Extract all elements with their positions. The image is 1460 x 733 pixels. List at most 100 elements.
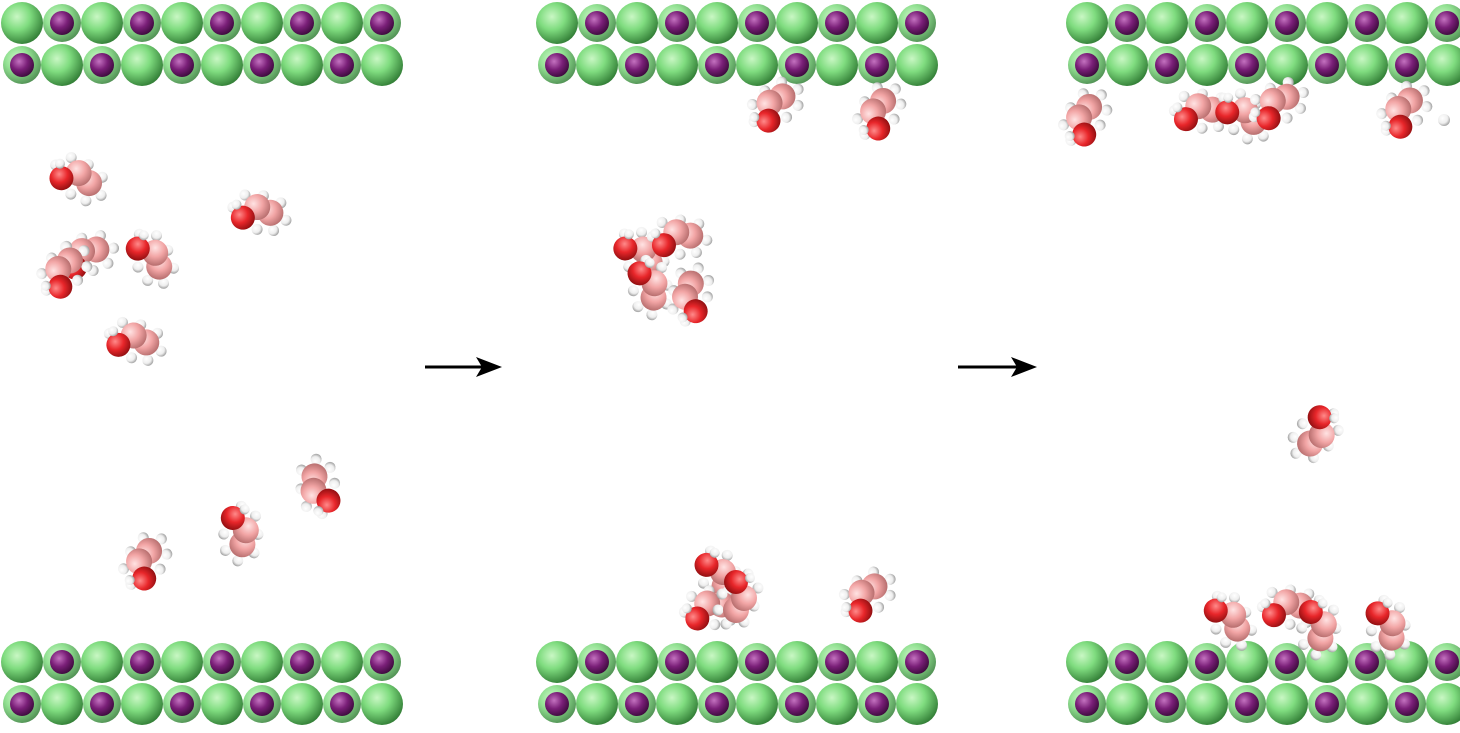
hydrogen-atom (1394, 602, 1406, 614)
hydrogen-atom (250, 510, 262, 522)
ethanol-molecule (646, 214, 713, 260)
slab-atom-large (1226, 2, 1268, 44)
slab-atom-small (1115, 650, 1139, 674)
oxygen-atom (1307, 405, 1332, 430)
hydrogen-atom (239, 189, 251, 201)
hydrogen-atom (701, 291, 713, 303)
ethanol-molecule (118, 532, 173, 591)
oxygen-atom (220, 505, 245, 530)
hydrogen-atom (656, 216, 668, 228)
oxygen-atom (1173, 107, 1198, 132)
ethanol-molecule (36, 240, 93, 299)
slab-atom-small (290, 11, 314, 35)
ethanol-molecule (746, 76, 804, 133)
hydrogen-atom (324, 461, 336, 473)
hydrogen-atom (1296, 622, 1308, 634)
top-slab-panel-1 (1, 2, 403, 86)
slab-atom-large (121, 44, 163, 86)
hydrogen-atom (1296, 418, 1308, 430)
ethanol-molecule (1365, 594, 1411, 661)
slab-atom-large (1226, 641, 1268, 683)
oxygen-atom (1256, 106, 1281, 131)
arrow-right-icon (425, 357, 502, 377)
slab-atom-large (201, 44, 243, 86)
slab-atom-small (785, 692, 809, 716)
hydrogen-atom (219, 544, 231, 556)
hydrogen-atom (1212, 121, 1224, 133)
slab-atom-small (1275, 650, 1299, 674)
hydrogen-atom (841, 602, 852, 613)
slab-atom-large (1346, 683, 1388, 725)
hydrogen-atom (118, 563, 130, 575)
hydrogen-atom (1370, 641, 1382, 653)
hydrogen-atom (280, 214, 292, 226)
slab-atom-small (1195, 11, 1219, 35)
slab-atom-small (665, 650, 689, 674)
ethanol-molecule (1058, 88, 1113, 147)
slab-atom-small (130, 650, 154, 674)
hydrogen-atom (674, 248, 686, 260)
hydrogen-atom (1172, 102, 1183, 113)
hydrogen-atom (81, 261, 93, 273)
slab-atom-small (745, 11, 769, 35)
hydrogen-atom (888, 113, 900, 125)
slab-atom-large (81, 2, 123, 44)
slab-atom-small (250, 53, 274, 77)
ethanol-molecule (227, 189, 292, 237)
hydrogen-atom (1384, 649, 1396, 661)
slab-atom-small (1355, 11, 1379, 35)
carbon-atom (1385, 95, 1412, 122)
process-arrows (425, 357, 1037, 377)
hydrogen-atom (644, 257, 655, 268)
slab-atom-large (656, 683, 698, 725)
hydrogen-atom (709, 619, 721, 631)
slab-atom-small (1355, 650, 1379, 674)
slab-atom-large (1146, 641, 1188, 683)
oxygen-atom (1072, 122, 1097, 147)
hydrogen-atom (646, 309, 658, 321)
slab-atom-small (1395, 53, 1419, 77)
slab-atom-large (536, 641, 578, 683)
slab-atom-small (545, 53, 569, 77)
hydrogen-atom (231, 199, 242, 210)
hydrogen-atom (1297, 638, 1309, 650)
slab-atom-small (50, 650, 74, 674)
oxygen-atom (1261, 603, 1286, 628)
hydrogen-atom (1438, 114, 1450, 126)
hydrogen-atom (692, 262, 704, 274)
slab-atom-small (170, 692, 194, 716)
hydrogen-atom (650, 228, 661, 239)
hydrogen-atom (709, 547, 720, 558)
slab-atom-large (1306, 2, 1348, 44)
hydrogen-atom (300, 500, 312, 512)
oxygen-atom (694, 552, 719, 577)
hydrogen-atom (1216, 592, 1227, 603)
hydrogen-atom (1332, 424, 1344, 436)
hydrogen-atom (632, 301, 644, 313)
hydrogen-atom (80, 195, 92, 207)
slab-atom-small (50, 11, 74, 35)
hydrogen-atom (884, 589, 896, 601)
slab-atom-large (161, 2, 203, 44)
slab-atom-large (856, 2, 898, 44)
oxygen-atom (866, 116, 891, 141)
hydrogen-atom (329, 477, 341, 489)
slab-atom-small (290, 650, 314, 674)
slab-atom-small (210, 650, 234, 674)
hydrogen-atom (884, 573, 896, 585)
hydrogen-atom (239, 504, 250, 515)
hydrogen-atom (1196, 122, 1208, 134)
hydrogen-atom (681, 603, 692, 614)
hydrogen-atom (102, 257, 114, 269)
slab-atom-small (1155, 53, 1179, 77)
slab-atom-small (1275, 11, 1299, 35)
hydrogen-atom (1101, 104, 1113, 116)
ethanol-molecule (1287, 405, 1344, 464)
ethanol-molecule (838, 566, 896, 623)
slab-atom-small (825, 11, 849, 35)
slab-atom-small (1115, 11, 1139, 35)
hydrogen-atom (108, 326, 119, 337)
hydrogen-atom (65, 188, 77, 200)
